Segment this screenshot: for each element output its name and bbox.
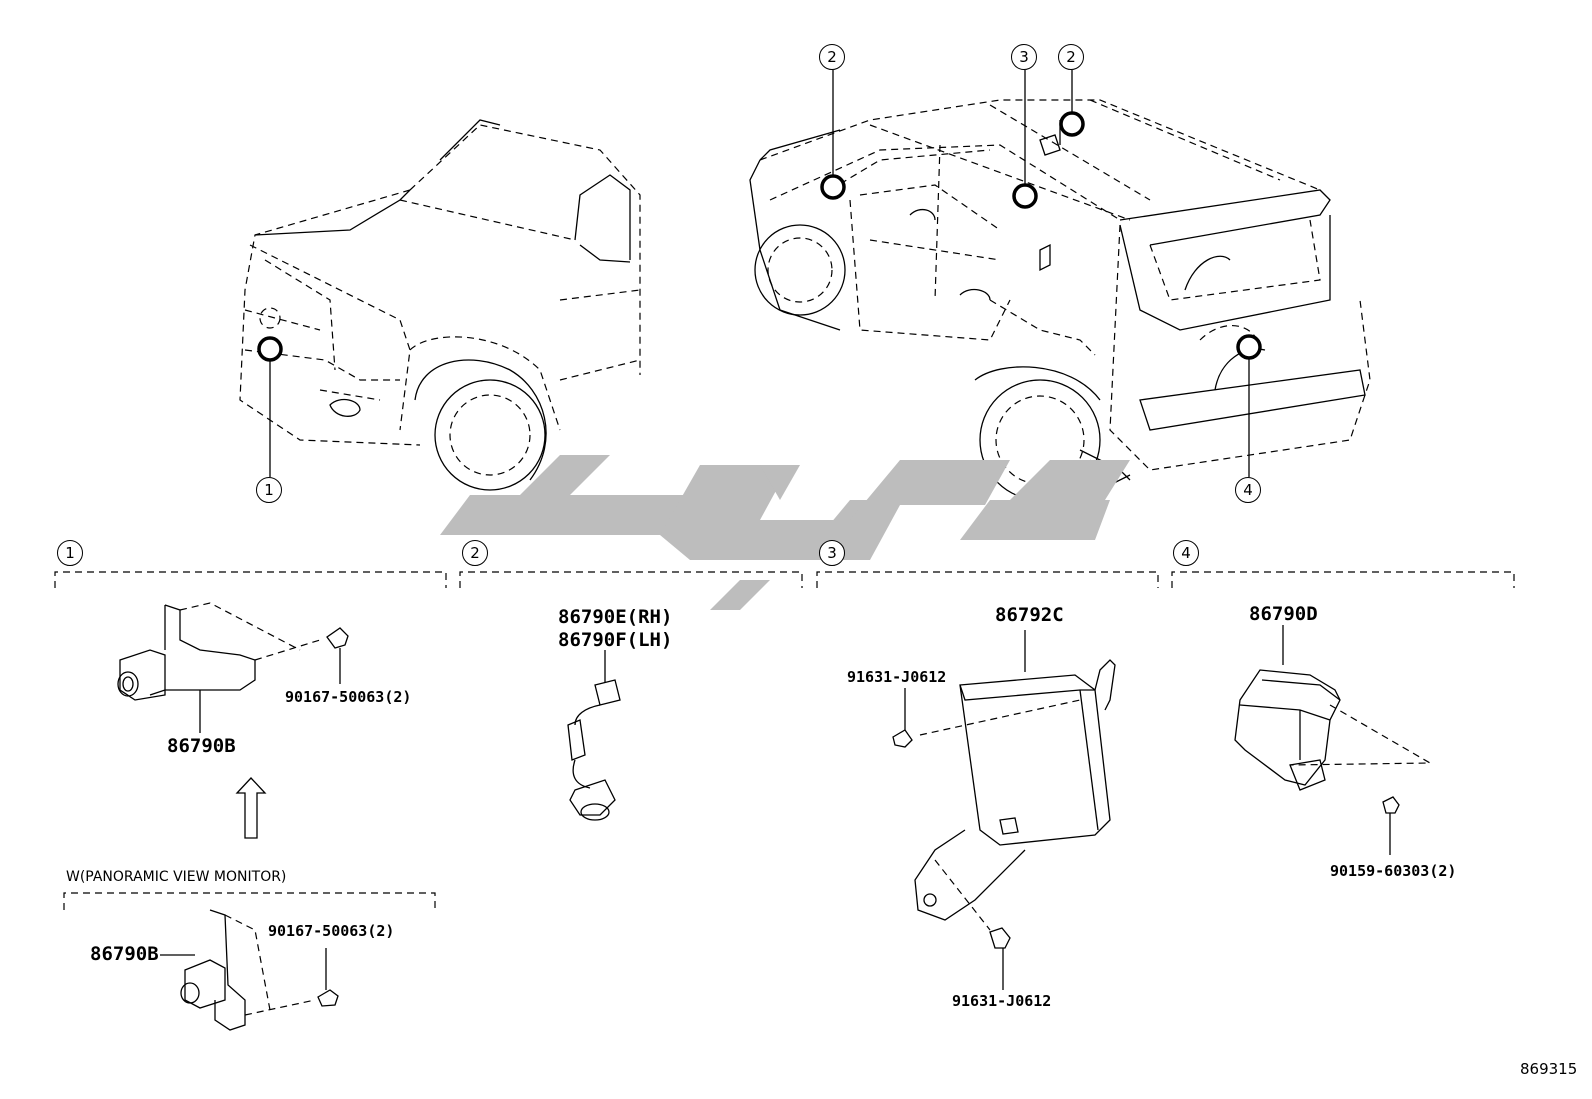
part-label-86790F: 86790F(LH) xyxy=(558,629,673,651)
part-label-bolt-4: 90159-60303(2) xyxy=(1330,862,1457,880)
rear-vehicle-illustration xyxy=(749,70,1371,501)
part-label-bolt-panoramic: 90167-50063(2) xyxy=(268,922,395,940)
callout-rear-4: 4 xyxy=(1235,477,1261,503)
section-1-camera-part xyxy=(117,602,349,733)
watermark-logo xyxy=(440,455,1130,610)
section-2-number: 2 xyxy=(462,540,488,566)
callout-rear-2-right: 2 xyxy=(1058,44,1084,70)
section-3-number: 3 xyxy=(819,540,845,566)
subgroup-title: W(PANORAMIC VIEW MONITOR) xyxy=(66,869,287,885)
section-4-number: 4 xyxy=(1173,540,1199,566)
part-label-86790B: 86790B xyxy=(167,735,236,757)
callout-rear-3: 3 xyxy=(1011,44,1037,70)
section-3-control-module xyxy=(892,630,1116,990)
callout-front-1: 1 xyxy=(256,477,282,503)
panoramic-camera-part xyxy=(160,909,339,1031)
section-1-number: 1 xyxy=(57,540,83,566)
part-label-86790E: 86790E(RH) xyxy=(558,606,673,628)
part-label-bolt-3-lower: 91631-J0612 xyxy=(952,992,1052,1010)
part-label-86790B-panoramic: 86790B xyxy=(90,943,159,965)
callout-rear-2-left: 2 xyxy=(819,44,845,70)
part-label-86790D: 86790D xyxy=(1249,603,1318,625)
part-label-86792C: 86792C xyxy=(995,604,1064,626)
front-vehicle-illustration xyxy=(239,119,641,491)
diagram-reference-number: 869315 xyxy=(1520,1060,1578,1078)
section-4-rear-camera xyxy=(1234,625,1433,855)
up-arrow xyxy=(235,777,267,839)
part-label-bolt-3-upper: 91631-J0612 xyxy=(847,668,947,686)
section-brackets xyxy=(54,571,1515,910)
section-2-camera-harness xyxy=(567,650,621,821)
part-label-bolt-1: 90167-50063(2) xyxy=(285,688,412,706)
